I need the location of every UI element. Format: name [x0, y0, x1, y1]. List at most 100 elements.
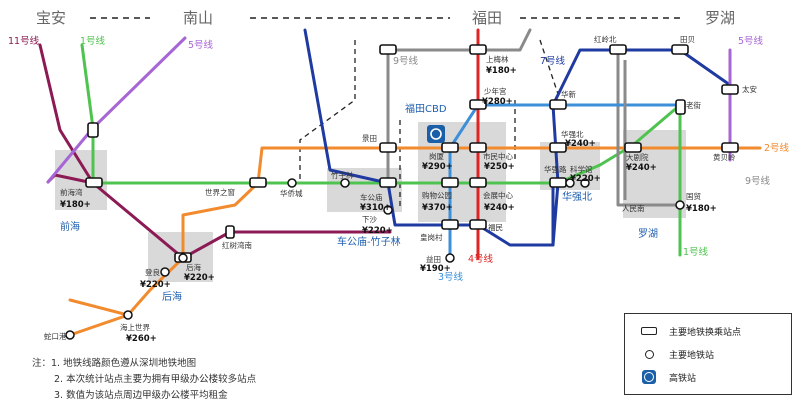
- station-kexueguan-a: [565, 178, 575, 188]
- name-shangmeilin: 上梅林: [486, 54, 509, 64]
- name-tianbei: 田贝: [680, 35, 695, 44]
- district-futian: 福田: [472, 9, 502, 27]
- price-shiminzhongxin: ¥250+: [484, 162, 515, 172]
- interchange-huaxin: [549, 99, 567, 110]
- station-yitian: [445, 253, 455, 263]
- area-qianhai: 前海: [60, 220, 80, 233]
- name-huaqianglu: 华强路: [544, 164, 567, 174]
- district-nanshan: 南山: [183, 9, 213, 27]
- price-haishangshijie: ¥260+: [126, 334, 157, 344]
- station-haishangshijie: [123, 310, 133, 320]
- legend-station-label: 主要地铁站: [669, 350, 715, 361]
- interchange-fumin: [469, 219, 487, 230]
- legend-interchange-label: 主要地铁换乘站点: [669, 327, 742, 338]
- name-taian: 太安: [742, 84, 757, 94]
- interchange-stations: [85, 44, 739, 263]
- note-1: 注：1. 地铁线路颜色遵从深圳地铁地图: [32, 358, 197, 369]
- name-jingtian: 景田: [362, 134, 377, 143]
- station-zhuzilin: [340, 178, 350, 188]
- label-line-11: 11号线: [8, 35, 40, 47]
- name-yitian: 益田: [426, 254, 441, 264]
- station-guomao: [675, 200, 685, 210]
- note-2: 2. 本次统计站点主要为拥有甲级办公楼较多站点: [54, 374, 257, 385]
- interchange-symbol-icon: [641, 327, 657, 335]
- station-kexueguan: [580, 178, 590, 188]
- label-line-4: 4号线: [468, 253, 494, 265]
- interchange-a: [87, 122, 99, 138]
- station-symbol-icon: [644, 349, 654, 359]
- interchange-shaoniangong: [469, 99, 487, 110]
- name-shiminzhongxin: 市民中心: [483, 151, 513, 161]
- interchange-gouwu: [441, 177, 459, 188]
- interchange-shangmeilin: [469, 44, 487, 55]
- interchange-gangxia: [441, 142, 459, 153]
- price-xiasha: ¥220+: [362, 226, 393, 236]
- interchange-taian: [721, 84, 739, 95]
- price-shaoniangong: ¥280+: [482, 97, 513, 107]
- name-renminnan: 人民南: [622, 203, 645, 213]
- price-huaqiangbei: ¥240+: [565, 139, 596, 149]
- price-chegongmiao: ¥310+: [360, 203, 391, 213]
- price-huizhanzhongxin: ¥240+: [484, 203, 515, 213]
- name-gangxia: 岗厦: [429, 152, 444, 161]
- legend-hsr-label: 高铁站: [669, 373, 697, 384]
- name-kexueguan: 科学馆: [570, 164, 593, 174]
- interchange-laojie: [675, 99, 686, 115]
- area-futian-cbd: 福田CBD: [405, 102, 447, 115]
- line-2-branch: [68, 298, 130, 317]
- interchange-huanggang: [441, 219, 459, 230]
- price-guomao: ¥180+: [686, 204, 717, 214]
- name-huaqiaocheng: 华侨城: [280, 188, 303, 198]
- district-baoan: 宝安: [36, 9, 66, 27]
- name-haishangshijie: 海上世界: [120, 322, 150, 332]
- label-line-1-top: 1号线: [80, 35, 106, 47]
- interchange-huaqiangbei: [549, 142, 567, 153]
- interchange-huaqianglu: [549, 177, 567, 188]
- name-huizhanzhongxin: 会展中心: [483, 190, 513, 200]
- name-guomao: 国贸: [686, 191, 701, 201]
- label-line-3: 3号线: [438, 271, 464, 283]
- price-yitian: ¥190+: [420, 264, 451, 274]
- legend: 主要地铁换乘站点 主要地铁站 高铁站: [624, 313, 792, 395]
- interchange-huizhan: [469, 177, 487, 188]
- label-line-5-right: 5号线: [738, 35, 764, 47]
- interchange-hongling: [609, 44, 627, 55]
- footnotes: 注：1. 地铁线路颜色遵从深圳地铁地图 2. 本次统计站点主要为拥有甲级办公楼较…: [32, 356, 256, 404]
- legend-station: 主要地铁站: [637, 345, 714, 363]
- name-hongling: 红岭北: [594, 34, 617, 44]
- price-qianhaiwan: ¥180+: [60, 200, 91, 210]
- station-dengliang: [160, 267, 170, 277]
- area-chegongmiao: 车公庙-竹子林: [337, 235, 401, 248]
- interchange-jingtian: [379, 142, 397, 153]
- name-huaqiangbei: 华强北: [561, 129, 584, 139]
- name-chegongmiao: 车公庙: [360, 192, 383, 202]
- price-gouwugongyuan: ¥370+: [422, 203, 453, 213]
- interchange-shiminzhongxin: [469, 142, 487, 153]
- price-dengliang: ¥220+: [140, 280, 171, 290]
- name-houhai: 后海: [186, 262, 201, 272]
- name-gouwugongyuan: 购物公园: [422, 190, 452, 200]
- name-dengliang: 登良: [145, 267, 160, 277]
- label-line-9-right: 9号线: [745, 175, 771, 187]
- station-xiasha: [383, 205, 393, 215]
- price-houhai: ¥220+: [184, 273, 215, 283]
- station-shekoukou: [65, 330, 75, 340]
- name-qianhaiwan: 前海湾: [60, 187, 83, 197]
- line-9: [386, 28, 532, 185]
- price-shangmeilin: ¥180+: [486, 66, 517, 76]
- label-line-5-top: 5号线: [188, 39, 214, 51]
- interchange-dajuyuan: [624, 142, 642, 153]
- name-huaxin: 华新: [561, 89, 576, 99]
- area-boundaries: [299, 39, 561, 210]
- price-dajuyuan: ¥240+: [626, 163, 657, 173]
- station-huaqiaocheng: [287, 178, 297, 188]
- name-hongshuwannan: 红树湾南: [222, 240, 252, 250]
- interchange-9: [379, 44, 397, 55]
- name-shekoukou: 蛇口港: [44, 331, 67, 341]
- note-3: 3. 数值为该站点周边甲级办公楼平均租金: [54, 390, 228, 401]
- area-huaqiangbei: 华强北: [562, 190, 592, 203]
- price-kexueguan: ¥220+: [570, 174, 601, 184]
- interchange-tianbei: [671, 44, 689, 55]
- district-luohu: 罗湖: [705, 9, 735, 27]
